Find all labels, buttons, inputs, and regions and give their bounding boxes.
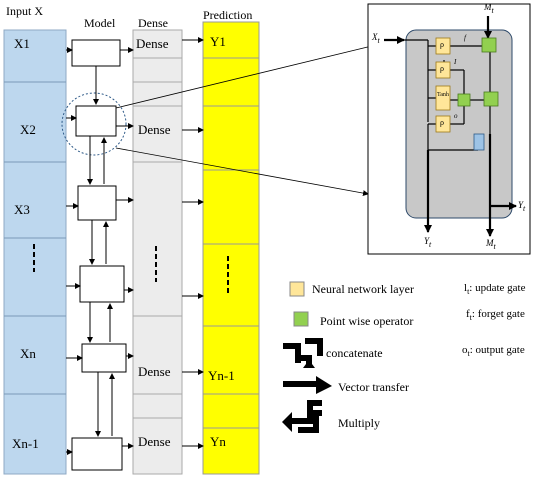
cell-output-right-label: Yt <box>518 200 526 213</box>
rho-2-label: ρ <box>440 64 444 73</box>
zoom-highlight-circle <box>61 92 127 156</box>
input-label-x2: X2 <box>20 122 36 137</box>
dense-column <box>132 29 183 475</box>
dense-to-prediction-arrows <box>182 37 204 449</box>
lstm-cell-detail <box>367 3 531 255</box>
dense-label-2: Dense <box>138 122 171 137</box>
gate-def-update: lt: update gate <box>464 282 526 297</box>
legend-nn-layer-label: Neural network layer <box>312 282 414 296</box>
rho-1-label: ρ <box>440 40 444 49</box>
prediction-label-yn: Yn <box>210 434 226 449</box>
model-header: Model <box>84 16 116 30</box>
dense-label-n-1: Dense <box>138 364 171 379</box>
dense-label-1: Dense <box>136 36 169 51</box>
legend-concatenate-label: concatenate <box>326 346 383 360</box>
input-label-x3: X3 <box>14 202 30 217</box>
input-label-xn: Xn <box>20 346 36 361</box>
cell-memory-in-label: Mt <box>484 2 494 15</box>
input-label-xn-1: Xn-1 <box>12 436 39 451</box>
forget-gate-f-label: f <box>464 34 466 42</box>
update-gate-i-label: I <box>454 58 457 66</box>
zoom-projection-lines <box>115 42 381 197</box>
prediction-column <box>202 21 260 475</box>
cell-memory-out-label: Mt <box>486 238 496 251</box>
tanh-label: Tanh <box>437 92 449 98</box>
input-to-model-arrows <box>66 47 83 455</box>
prediction-label-yn-1: Yn-1 <box>208 368 235 383</box>
input-label-x1: X1 <box>14 36 30 51</box>
cell-input-x-label: Xt <box>372 32 380 45</box>
prediction-label-y1: Y1 <box>210 34 226 49</box>
dense-label-n: Dense <box>138 434 171 449</box>
legend-pointwise-label: Point wise operator <box>320 314 414 328</box>
gate-def-forget: ft: forget gate <box>466 308 525 323</box>
model-to-dense-arrows <box>116 47 134 449</box>
output-gate-o-label: o <box>454 112 458 120</box>
dense-header: Dense <box>138 16 168 30</box>
prediction-header: Prediction <box>203 8 253 22</box>
rho-3-label: ρ <box>440 118 444 127</box>
legend-shapes <box>282 281 332 433</box>
legend-vector-transfer-label: Vector transfer <box>338 380 409 394</box>
input-header: Input X <box>6 4 43 18</box>
cell-output-y-label: Yt <box>424 236 432 249</box>
recurrent-arrows <box>87 66 115 437</box>
model-boxes <box>71 39 127 471</box>
gate-def-output: ot: output gate <box>462 344 525 359</box>
legend-multiply-label: Multiply <box>338 416 381 430</box>
